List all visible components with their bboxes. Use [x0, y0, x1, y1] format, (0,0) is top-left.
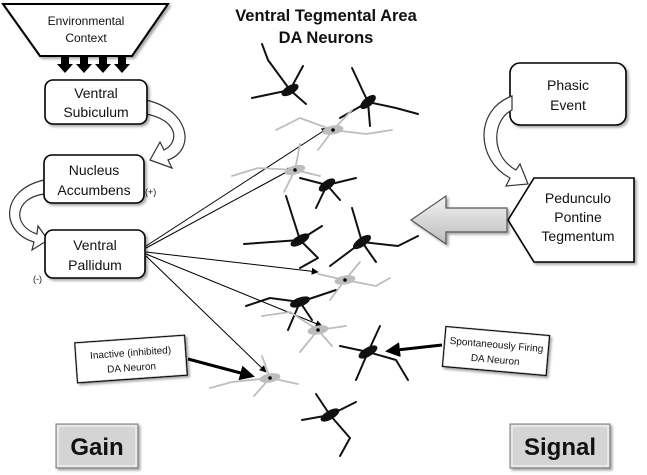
environmental-context-box: Environmental Context: [1, 3, 170, 57]
pedunculo-pontine-box: Pedunculo Pontine Tegmentum: [507, 177, 635, 263]
active-neuron-4: [243, 195, 323, 269]
inactive-label-line2: DA Neuron: [107, 361, 157, 375]
inactive-neuron-2: [231, 143, 321, 193]
accumbens-sign: (+): [145, 187, 156, 197]
signal-text: Signal: [524, 434, 596, 461]
active-neuron-3: [299, 177, 357, 209]
inactive-neuron-4: [261, 311, 347, 353]
title-line2: DA Neurons: [279, 29, 374, 47]
projection-arrow-1: [145, 127, 329, 247]
title-line1: Ventral Tegmental Area: [235, 7, 417, 25]
active-neuron-6: [245, 289, 337, 331]
active-neuron-7: [339, 325, 409, 381]
da-neuron-cluster: [209, 43, 419, 457]
ventral-pallidum-box: Ventral Pallidum: [44, 229, 146, 279]
inactive-neuron-3: [317, 261, 391, 301]
projection-arrow-5: [145, 255, 267, 373]
gain-text: Gain: [70, 434, 123, 461]
phasic-event-line1: Phasic: [547, 77, 589, 93]
spontaneous-neuron-label: Spontaneously Firing DA Neuron: [441, 325, 551, 377]
ventral-subiculum-line1: Ventral: [74, 85, 118, 101]
nucleus-accumbens-line1: Nucleus: [69, 162, 120, 178]
projection-arrow-3: [145, 251, 319, 275]
ventral-subiculum-line2: Subiculum: [63, 104, 128, 120]
pedunculo-to-vta-arrow: [409, 194, 508, 246]
environmental-context-line2: Context: [65, 31, 107, 45]
pedunculo-line2: Pontine: [554, 209, 602, 225]
inactive-neuron-1: [275, 109, 393, 151]
pallidum-sign: (-): [33, 274, 42, 284]
context-down-arrows: [57, 57, 130, 73]
active-neuron-5: [329, 207, 419, 267]
curved-arrow-accumbens-pallidum: [9, 179, 49, 252]
gain-label: Gain: [55, 423, 139, 469]
pedunculo-line3: Tegmentum: [541, 228, 614, 244]
environmental-context-line1: Environmental: [48, 14, 125, 28]
ventral-subiculum-box: Ventral Subiculum: [44, 79, 148, 125]
phasic-event-box: Phasic Event: [509, 62, 627, 126]
active-neuron-8: [301, 393, 357, 457]
projection-arrow-2: [145, 167, 295, 249]
signal-label: Signal: [509, 423, 611, 469]
pedunculo-line1: Pedunculo: [545, 190, 611, 206]
inactive-pointer-arrow: [187, 357, 255, 381]
spontaneous-label-line2: DA Neuron: [470, 353, 520, 368]
phasic-event-line2: Event: [550, 97, 586, 113]
nucleus-accumbens-line2: Accumbens: [57, 182, 130, 198]
ventral-pallidum-line1: Ventral: [73, 237, 117, 253]
nucleus-accumbens-box: Nucleus Accumbens: [43, 154, 145, 204]
inactive-neuron-label: Inactive (inhibited) DA Neuron: [74, 334, 188, 384]
active-neuron-2: [339, 67, 419, 127]
spontaneous-pointer-arrow: [385, 342, 443, 358]
curved-arrow-phasic-pedunculo: [483, 95, 529, 187]
ventral-pallidum-line2: Pallidum: [68, 257, 122, 273]
inactive-neuron-5: [209, 355, 299, 397]
curved-arrow-subiculum-accumbens: [145, 99, 186, 170]
active-neuron-1: [251, 43, 307, 105]
